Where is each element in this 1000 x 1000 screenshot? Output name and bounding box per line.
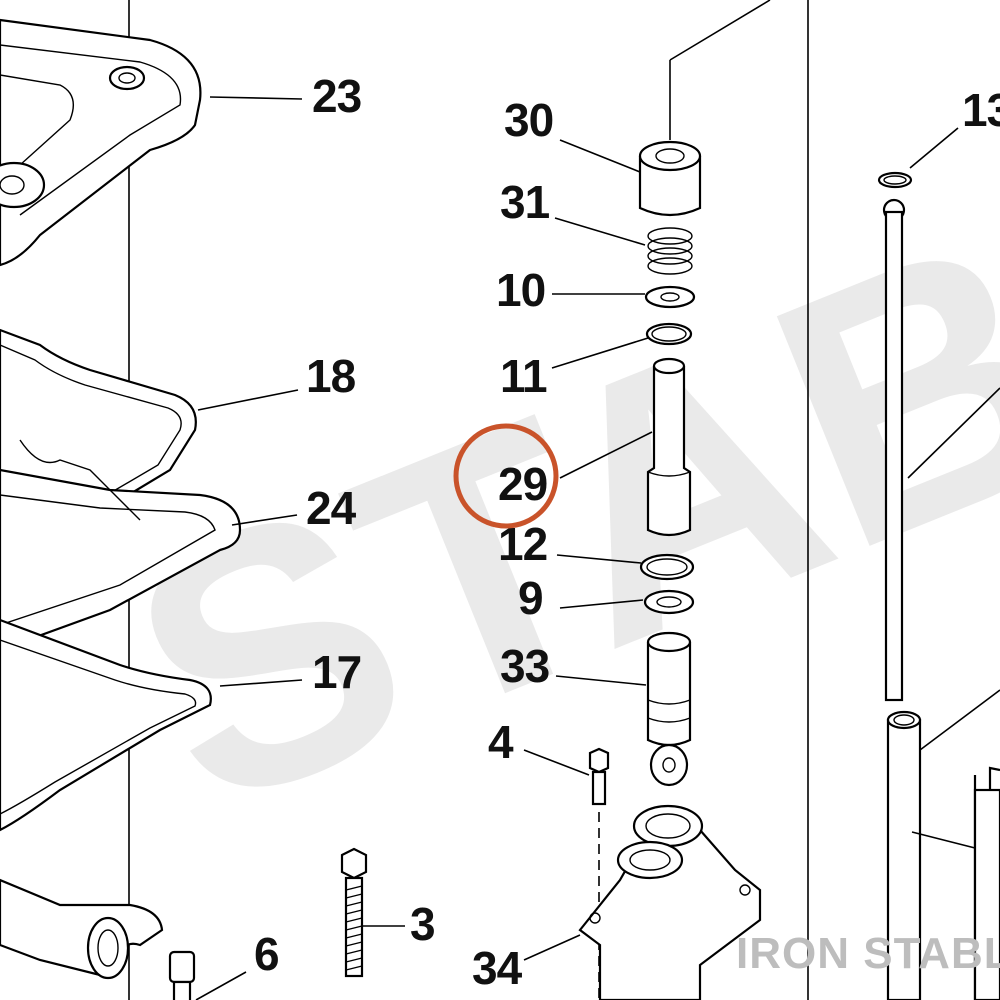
callout-9: 9 [518, 572, 543, 624]
callout-17: 17 [312, 646, 361, 698]
callout-3: 3 [410, 898, 435, 950]
part-4-bolt [588, 747, 610, 806]
part-10-washer [644, 285, 696, 309]
part-29-tube [646, 357, 692, 537]
right-edge-part [973, 766, 1000, 1000]
part-3-bolt [340, 847, 368, 978]
pushrod-tube [886, 710, 922, 1000]
callout-34: 34 [472, 942, 523, 994]
callout-31: 31 [500, 176, 550, 228]
callout-18: 18 [306, 350, 356, 402]
callout-33: 33 [500, 640, 549, 692]
part-24-cover [0, 439, 242, 652]
callout-6: 6 [254, 928, 279, 980]
part-31-spring [647, 227, 693, 275]
callout-4: 4 [488, 716, 514, 768]
part-11-oring [645, 322, 693, 346]
part-17-gasket [0, 618, 212, 832]
callout-13: 13 [962, 84, 1000, 136]
part-23-housing [0, 18, 202, 267]
part-13-pushrod [877, 171, 913, 702]
callout-30: 30 [504, 94, 553, 146]
part-33-lifter [646, 631, 692, 787]
callout-24: 24 [306, 482, 357, 534]
leader-lines [195, 0, 1000, 1000]
part-30-spacer [638, 140, 702, 217]
part-6-bolt [168, 950, 196, 1000]
callout-29: 29 [498, 458, 547, 510]
part-34-block [578, 804, 762, 1000]
part-12-oring [639, 553, 695, 581]
callout-10: 10 [496, 264, 545, 316]
callout-11: 11 [500, 350, 547, 402]
brand-watermark: IRON STABLE [736, 929, 1000, 978]
highlight-circle [453, 423, 559, 529]
rocker-arm [0, 878, 164, 980]
callout-23: 23 [312, 70, 361, 122]
part-9-washer [643, 589, 695, 615]
